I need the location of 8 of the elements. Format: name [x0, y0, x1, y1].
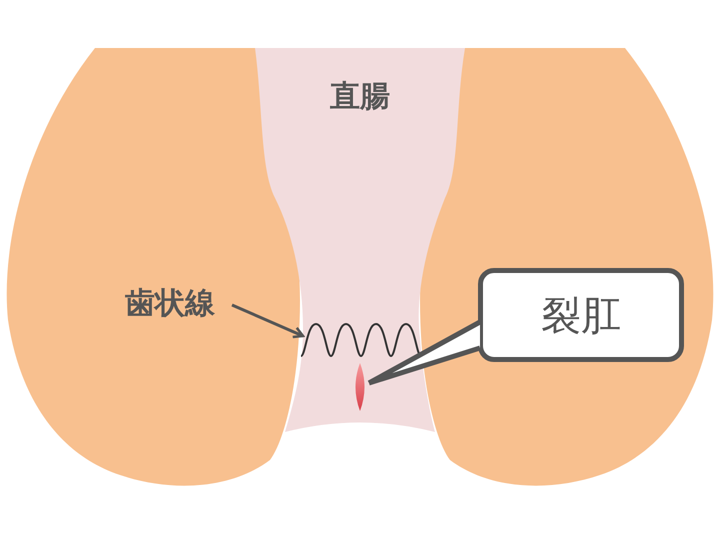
- callout-tail: [366, 320, 482, 386]
- structure-label: 歯状線: [125, 284, 215, 322]
- rectum-band: [255, 48, 465, 434]
- arrow: [231, 304, 304, 338]
- callout-text: 裂肛: [541, 292, 621, 340]
- dentate-line: [301, 321, 421, 359]
- region-label: 直腸: [330, 78, 390, 116]
- callout-box: [478, 268, 684, 362]
